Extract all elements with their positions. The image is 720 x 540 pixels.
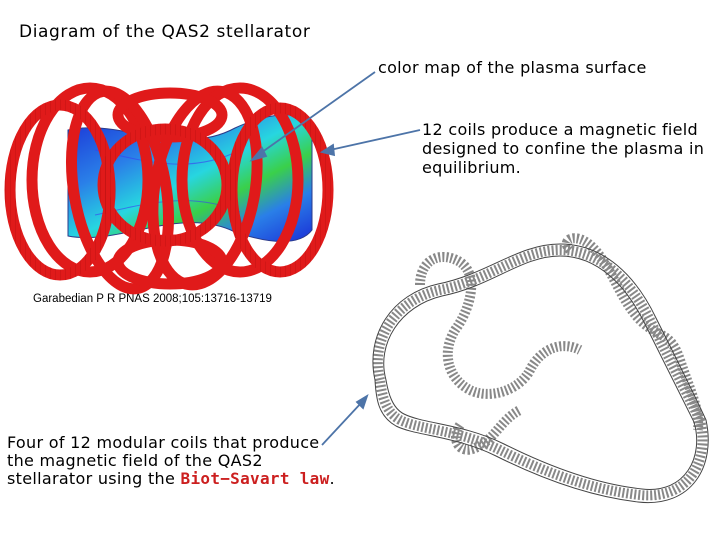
arrow-plasma-head [249, 146, 268, 162]
biot-savart-law: Biot−Savart law [180, 469, 330, 488]
plasma-surface-label: color map of the plasma surface [378, 58, 647, 77]
red-coils-texture [4, 99, 334, 281]
caption-main: Four of 12 modular coils that produce th… [7, 433, 320, 488]
arrow-caption-head [355, 393, 369, 410]
arrow-plasma [257, 71, 376, 156]
citation-text: Garabedian P R PNAS 2008;105:13716-13719 [33, 293, 272, 305]
caption-end: . [329, 469, 335, 488]
wireframe-coils [372, 233, 708, 501]
arrows [249, 71, 421, 446]
coils-description-label: 12 coils produce a magnetic field design… [422, 120, 705, 177]
caption-text: Four of 12 modular coils that produce th… [7, 434, 337, 488]
arrow-caption [321, 401, 363, 446]
arrow-coils [329, 129, 421, 151]
wireframe-coils-outline [372, 243, 709, 504]
arrow-coils-head [319, 143, 336, 157]
page-title: Diagram of the QAS2 stellarator [19, 22, 311, 42]
